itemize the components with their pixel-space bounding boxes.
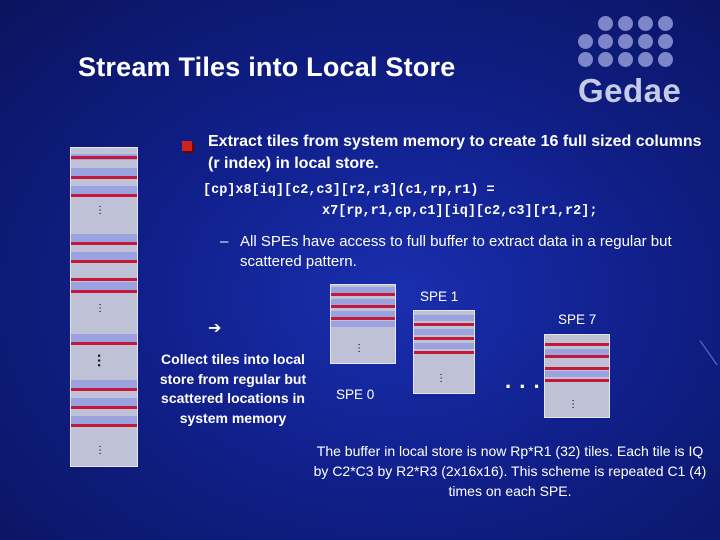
ellipsis-mark: …: [94, 353, 111, 368]
arrow-right-icon: ➔: [208, 320, 222, 337]
system-memory-buffer: [70, 147, 138, 467]
ellipsis-mark: …: [437, 372, 450, 384]
sub-bullet-text: All SPEs have access to full buffer to e…: [240, 233, 672, 270]
spe1-local-store: [413, 310, 475, 394]
spe1-label: SPE 1: [420, 289, 459, 304]
code-line-2: x7[rp,r1,cp,c1][iq][c2,c3][r1,r2];: [322, 204, 598, 219]
bullet-square-icon: [182, 141, 192, 151]
ellipsis-mark: …: [355, 342, 368, 354]
spe7-local-store: [544, 334, 610, 418]
gedae-logo-text: Gedae: [578, 72, 682, 109]
slide-title: Stream Tiles into Local Store: [78, 52, 456, 82]
decorative-line: [699, 340, 718, 366]
more-spes-ellipsis: . . .: [505, 368, 541, 393]
sub-bullet-dash: –: [220, 233, 229, 250]
ellipsis-mark: …: [96, 302, 109, 314]
spe7-label: SPE 7: [558, 312, 597, 327]
collect-text: Collect tiles into local store from regu…: [159, 351, 307, 426]
ellipsis-mark: …: [569, 398, 582, 410]
ellipsis-mark: …: [96, 204, 109, 216]
bottom-description: The buffer in local store is now Rp*R1 (…: [313, 443, 707, 499]
spe0-label: SPE 0: [336, 387, 375, 402]
ellipsis-mark: …: [96, 444, 109, 456]
spe0-local-store: [330, 284, 396, 364]
main-bullet-text: Extract tiles from system memory to crea…: [208, 133, 702, 172]
code-line-1: [cp]x8[iq][c2,c3][r2,r3](c1,rp,r1) =: [203, 183, 495, 198]
